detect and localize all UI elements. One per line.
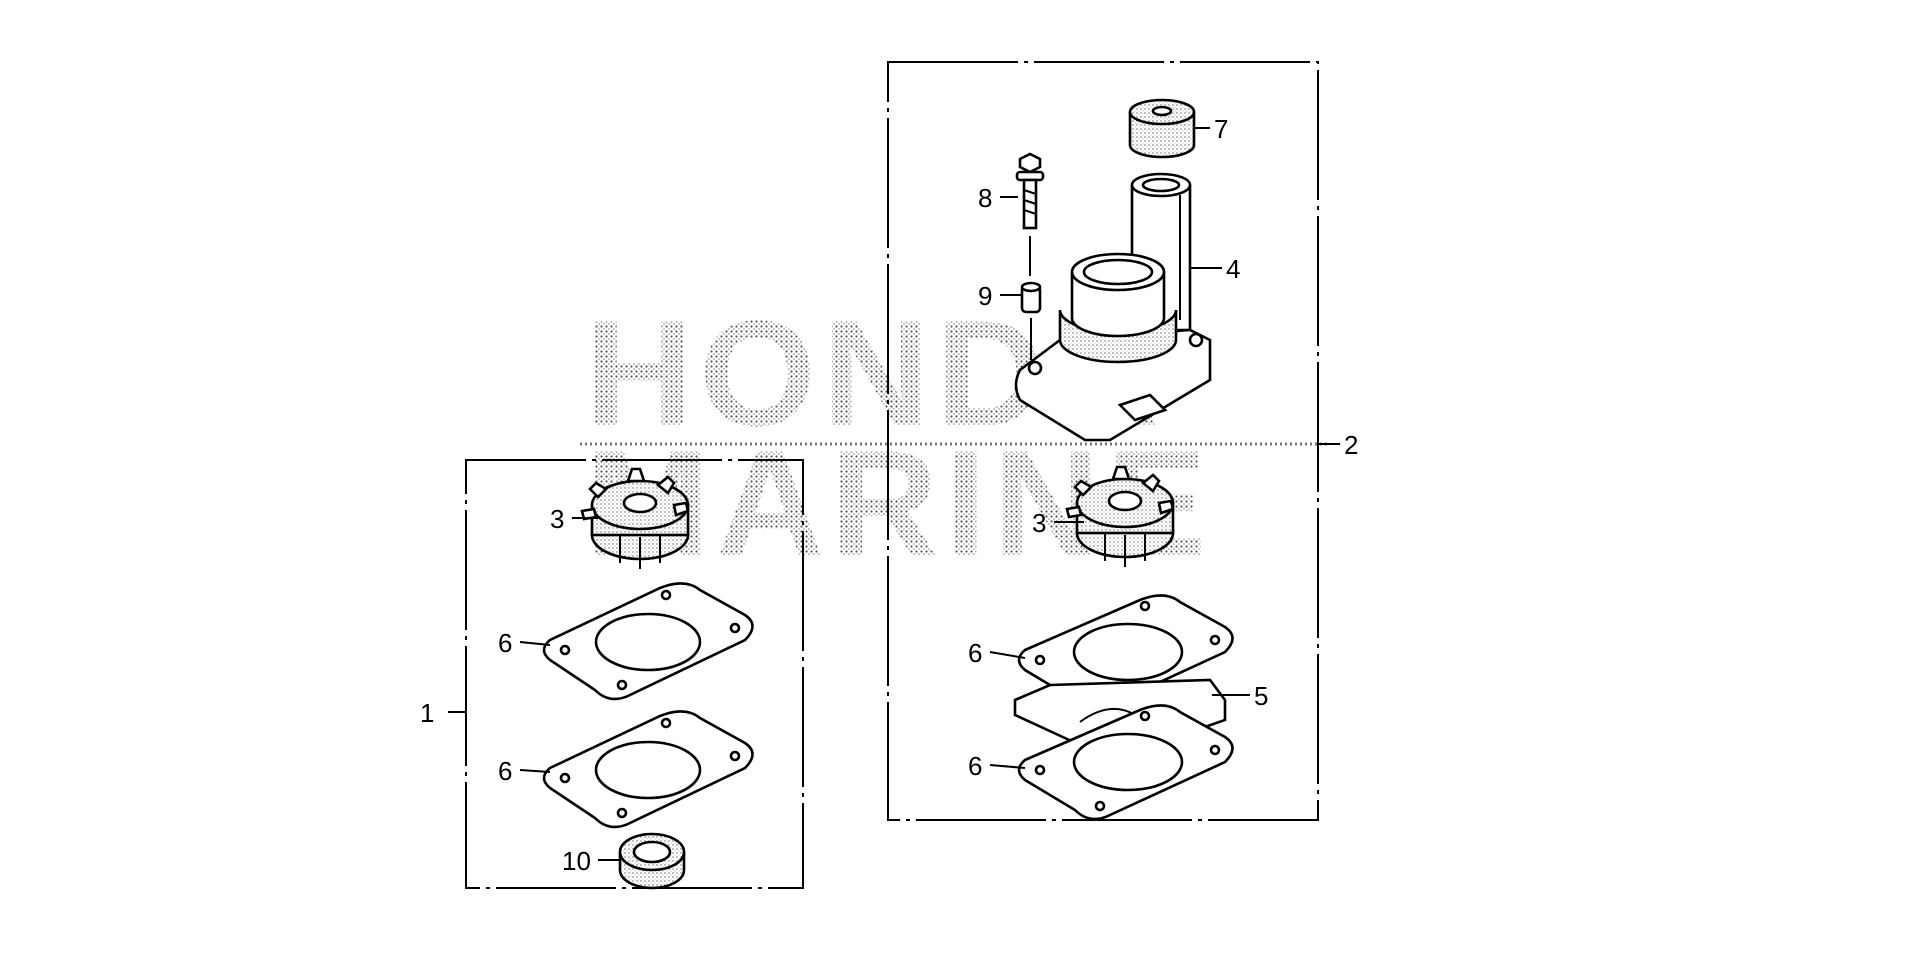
label-kit-left: 1	[420, 698, 434, 728]
label-kit-right: 2	[1344, 430, 1358, 460]
label-bolt: 8	[978, 183, 992, 213]
label-grommet: 7	[1214, 114, 1228, 144]
dowel-pin	[1020, 281, 1042, 360]
label-impeller-right: 3	[1032, 508, 1046, 538]
label-water-pump-housing: 4	[1226, 254, 1240, 284]
bolt	[1015, 152, 1045, 276]
gasket-right-lower	[1017, 704, 1234, 821]
label-gasket-left-lower: 6	[498, 756, 512, 786]
impeller-left	[580, 467, 690, 569]
gasket-left-upper	[542, 582, 754, 701]
label-gasket-left-upper: 6	[498, 628, 512, 658]
label-gasket-right-lower: 6	[968, 751, 982, 781]
kit-left-frame	[465, 459, 804, 889]
kit-right-frame	[887, 61, 1319, 821]
watermark: HONDA MARINE	[580, 289, 1330, 587]
grommet	[1128, 98, 1196, 159]
gasket-left-lower	[542, 710, 754, 829]
water-pump-housing	[1014, 172, 1212, 442]
label-dowel-pin: 9	[978, 281, 992, 311]
label-plate: 5	[1254, 681, 1268, 711]
label-gasket-right-upper: 6	[968, 638, 982, 668]
seal	[618, 832, 686, 890]
leader-lines	[448, 127, 1340, 861]
label-impeller-left: 3	[550, 504, 564, 534]
impeller-right	[1065, 465, 1175, 567]
part-labels: 1 2 3 3 4 5 6 6 6 6 7 8 9 10	[420, 114, 1358, 876]
label-seal: 10	[562, 846, 591, 876]
gasket-right-upper	[1017, 594, 1234, 711]
